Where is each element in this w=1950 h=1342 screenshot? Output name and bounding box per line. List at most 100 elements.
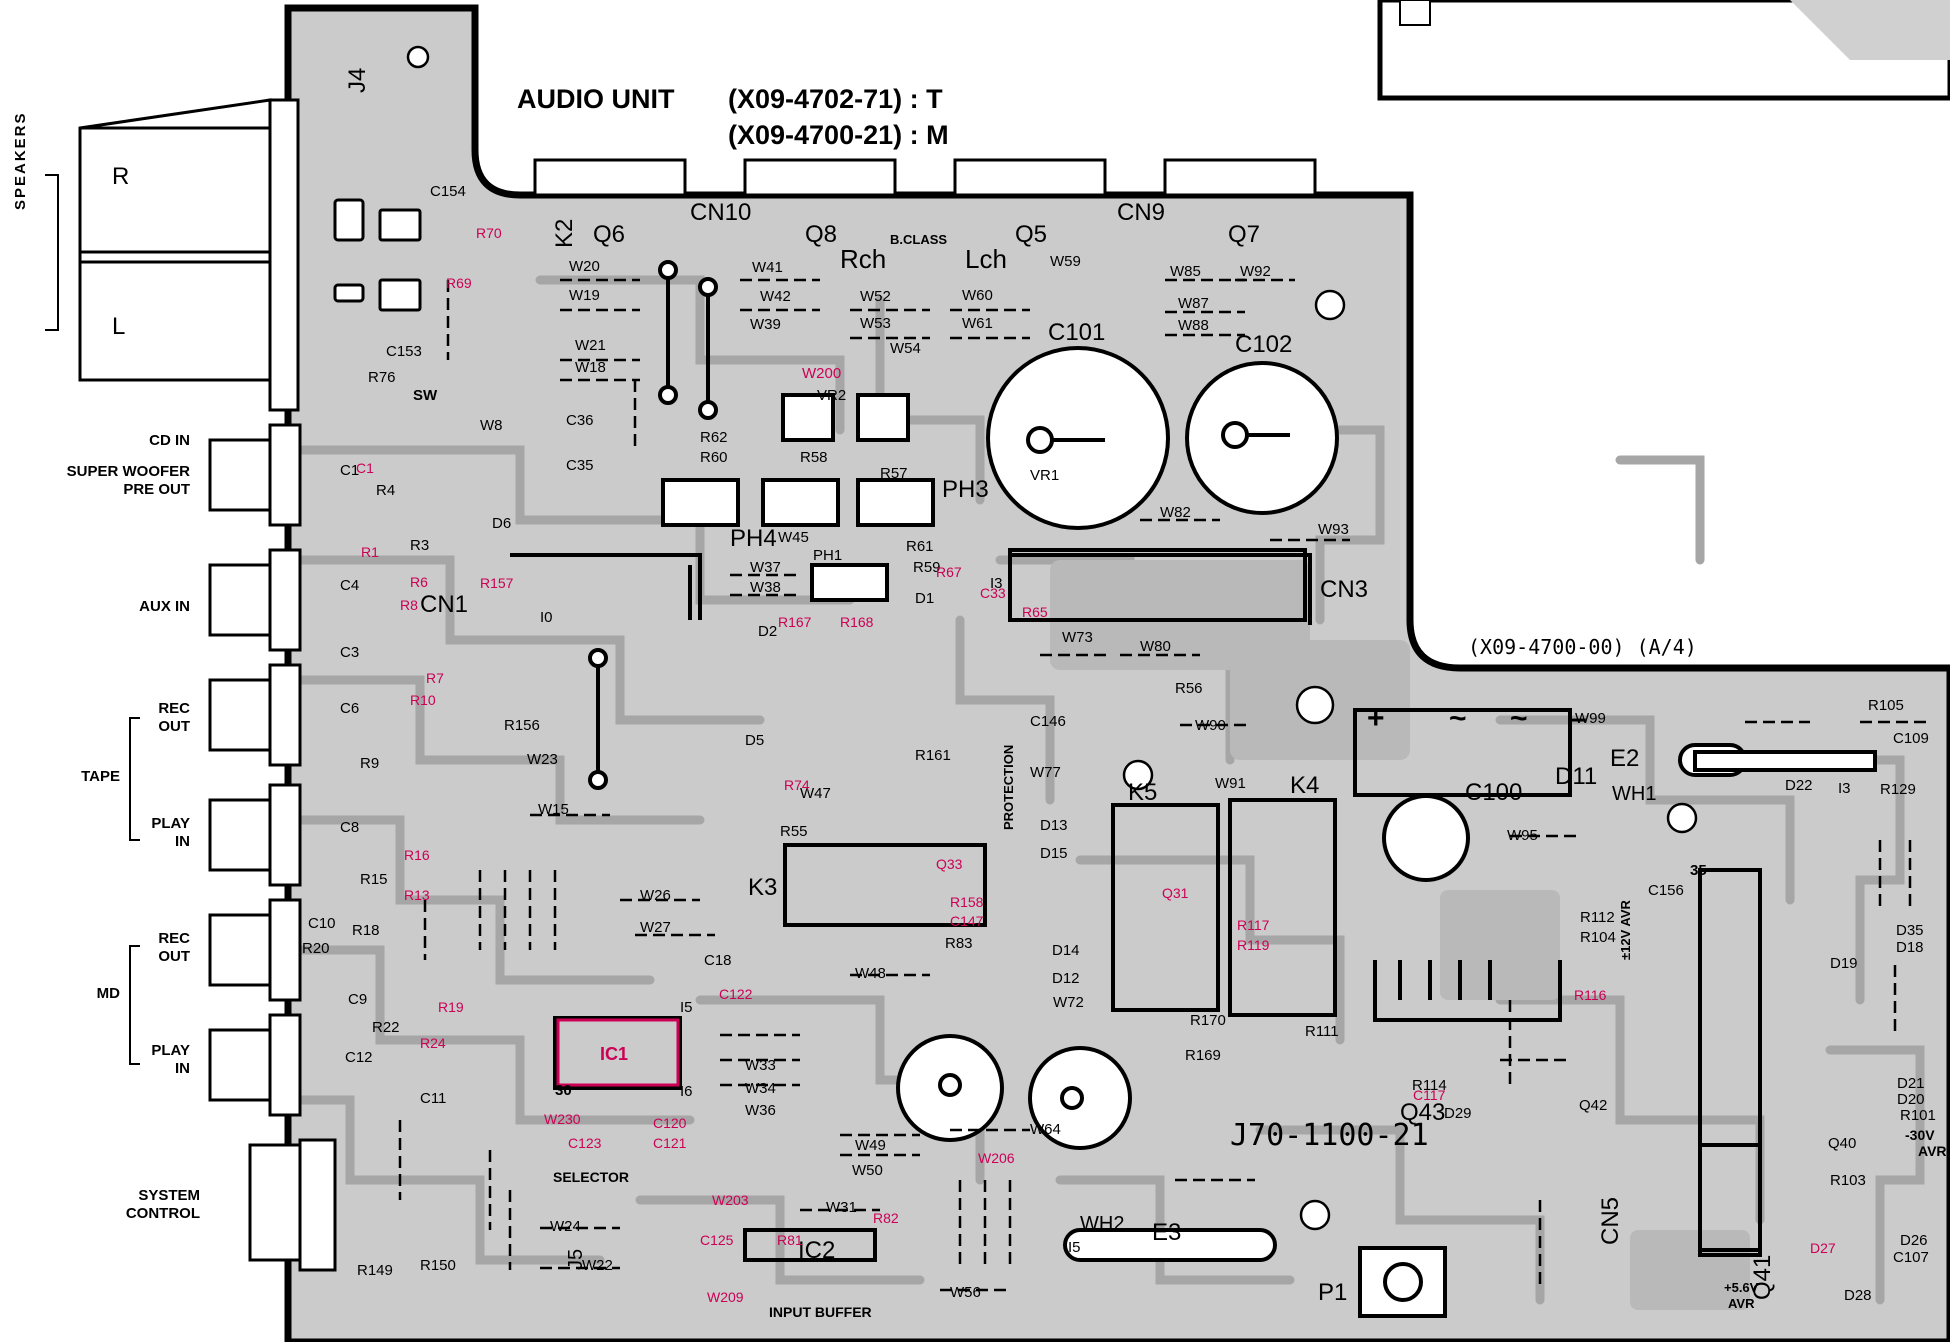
svg-text:W45: W45 — [778, 529, 809, 546]
svg-text:W39: W39 — [750, 316, 781, 333]
svg-text:C10: C10 — [308, 915, 336, 932]
ic2-label: IC2 — [798, 1237, 835, 1264]
svg-text:D20: D20 — [1897, 1091, 1925, 1108]
svg-text:35: 35 — [1690, 862, 1707, 879]
svg-text:R168: R168 — [840, 614, 874, 630]
speaker-r-label: R — [112, 163, 130, 190]
board-reference: (X09-4700-00) (A/4) — [1468, 635, 1697, 659]
svg-text:W34: W34 — [745, 1080, 776, 1097]
board-code: J70-1100-21 — [1230, 1118, 1429, 1153]
svg-text:W92: W92 — [1240, 263, 1271, 280]
bridge-minus: – — [1570, 702, 1587, 735]
svg-text:C121: C121 — [653, 1135, 687, 1151]
svg-text:W33: W33 — [745, 1057, 776, 1074]
svg-text:D22: D22 — [1785, 777, 1813, 794]
svg-text:Q31: Q31 — [1162, 885, 1189, 901]
speaker-l-label: L — [112, 313, 126, 340]
svg-text:W37: W37 — [750, 559, 781, 576]
svg-text:C146: C146 — [1030, 713, 1066, 730]
super-woofer-label: SUPER WOOFER PRE OUT — [66, 463, 190, 498]
svg-text:R7: R7 — [426, 670, 444, 686]
cap-electrodes — [938, 421, 1290, 1110]
rch-label: Rch — [840, 244, 886, 274]
svg-text:W93: W93 — [1318, 521, 1349, 538]
svg-text:W73: W73 — [1062, 629, 1093, 646]
svg-text:W61: W61 — [962, 315, 993, 332]
svg-text:C120: C120 — [653, 1115, 687, 1131]
p1-label: P1 — [1318, 1279, 1347, 1306]
svg-text:R67: R67 — [936, 564, 962, 580]
svg-text:D1: D1 — [915, 590, 934, 607]
power-transistors — [533, 158, 1317, 197]
svg-text:R150: R150 — [420, 1257, 456, 1274]
svg-text:R24: R24 — [420, 1035, 446, 1051]
bridge-ac-2: ~ — [1510, 702, 1528, 735]
svg-text:W60: W60 — [962, 287, 993, 304]
svg-text:C109: C109 — [1893, 730, 1929, 747]
p1-hole — [1383, 1262, 1423, 1302]
svg-text:Q40: Q40 — [1828, 1135, 1856, 1152]
svg-text:R1: R1 — [361, 544, 379, 560]
svg-text:W209: W209 — [707, 1289, 744, 1305]
svg-text:R18: R18 — [352, 922, 380, 939]
svg-text:C9: C9 — [348, 991, 367, 1008]
svg-text:D6: D6 — [492, 515, 511, 532]
svg-text:I5: I5 — [1068, 1239, 1081, 1256]
svg-text:C33: C33 — [980, 585, 1006, 601]
svg-text:W56: W56 — [950, 1284, 981, 1301]
long-resistors — [588, 260, 718, 790]
svg-text:R20: R20 — [302, 940, 330, 957]
svg-text:R76: R76 — [368, 369, 396, 386]
svg-text:W72: W72 — [1053, 994, 1084, 1011]
svg-text:C18: C18 — [704, 952, 732, 969]
svg-text:C147: C147 — [950, 913, 984, 929]
svg-text:R116: R116 — [1574, 987, 1607, 1003]
p1-pad — [1358, 1246, 1447, 1318]
svg-text:R81: R81 — [777, 1232, 803, 1248]
svg-text:W23: W23 — [527, 751, 558, 768]
svg-text:C4: C4 — [340, 577, 359, 594]
svg-text:W15: W15 — [538, 801, 569, 818]
svg-text:R82: R82 — [873, 1210, 899, 1226]
svg-text:C36: C36 — [566, 412, 594, 429]
svg-text:C8: C8 — [340, 819, 359, 836]
q6-label: Q6 — [593, 221, 625, 248]
svg-text:D27: D27 — [1810, 1240, 1836, 1256]
bridge-plus: + — [1367, 702, 1385, 735]
photocouplers — [661, 393, 935, 602]
q5-label: Q5 — [1015, 221, 1047, 248]
svg-text:W95: W95 — [1507, 827, 1538, 844]
svg-text:W20: W20 — [569, 258, 600, 275]
svg-text:R111: R111 — [1305, 1023, 1339, 1040]
svg-text:W91: W91 — [1215, 775, 1246, 792]
svg-text:W87: W87 — [1178, 295, 1209, 312]
svg-text:W38: W38 — [750, 579, 781, 596]
svg-text:D5: D5 — [745, 732, 764, 749]
speaker-terminal — [78, 98, 422, 412]
svg-text:W21: W21 — [575, 337, 606, 354]
wh1-label: WH1 — [1612, 783, 1656, 805]
v56-label: +5.6V — [1724, 1280, 1759, 1295]
svg-text:W53: W53 — [860, 315, 891, 332]
svg-text:C12: C12 — [345, 1049, 373, 1066]
svg-text:R16: R16 — [404, 847, 430, 863]
svg-text:I6: I6 — [680, 1083, 693, 1100]
svg-text:D19: D19 — [1830, 955, 1858, 972]
svg-text:PH1: PH1 — [813, 547, 842, 564]
svg-text:D15: D15 — [1040, 845, 1068, 862]
audio-unit-title: AUDIO UNIT — [517, 84, 675, 114]
svg-text:W48: W48 — [855, 965, 886, 982]
svg-text:D2: D2 — [758, 623, 777, 640]
c101-label: C101 — [1048, 319, 1105, 346]
mounting-holes — [406, 45, 1698, 1231]
k2-label: K2 — [551, 219, 578, 248]
svg-text:C35: C35 — [566, 457, 594, 474]
svg-text:C6: C6 — [340, 700, 359, 717]
svg-text:Q42: Q42 — [1579, 1097, 1607, 1114]
part-number-t: (X09-4700-21) : M — [728, 120, 949, 150]
svg-text:C117: C117 — [1413, 1087, 1446, 1103]
k5-label: K5 — [1128, 779, 1157, 806]
svg-text:C122: C122 — [719, 986, 753, 1002]
svg-text:W54: W54 — [890, 340, 921, 357]
